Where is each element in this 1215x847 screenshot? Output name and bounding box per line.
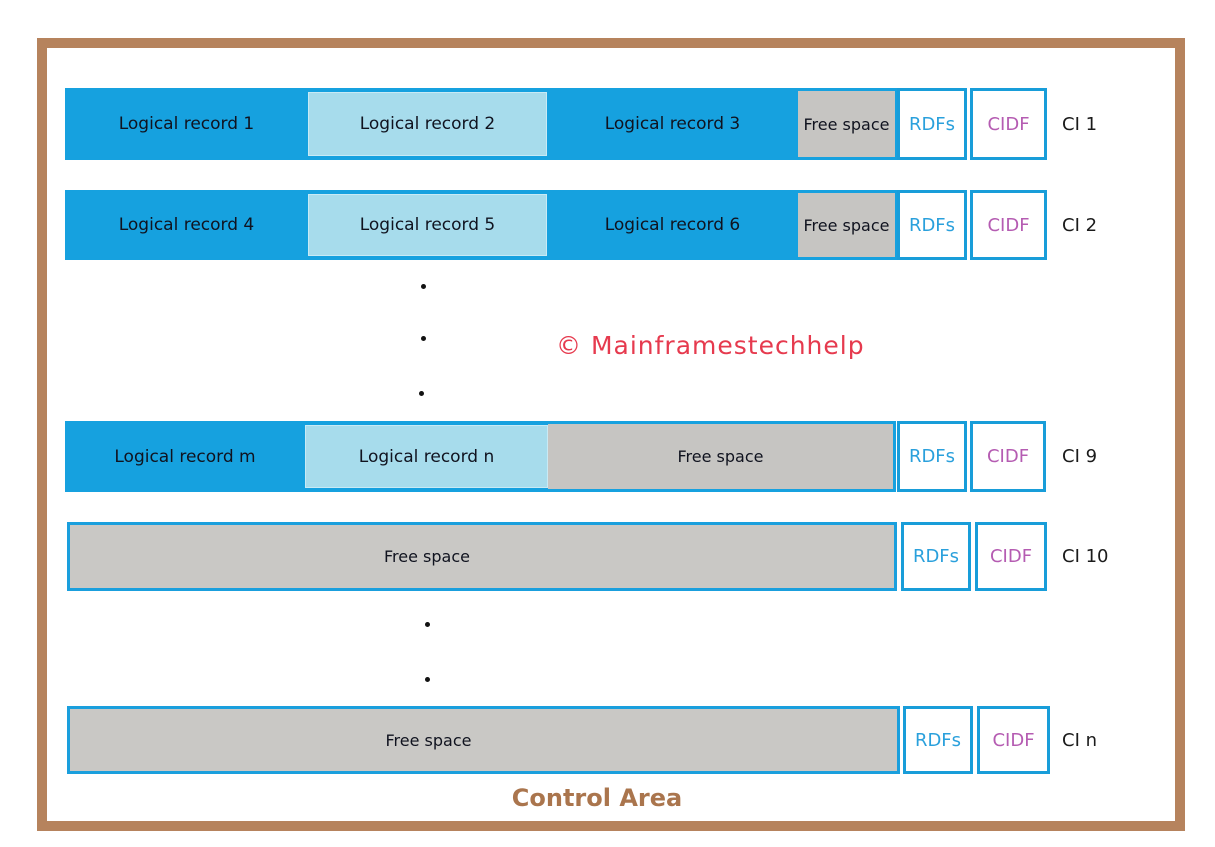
ci2-cidf-box: CIDF: [970, 190, 1047, 260]
logical-record-n-label: Logical record n: [358, 446, 495, 467]
ci10-label: CI 10: [1062, 546, 1109, 567]
logical-record-2-label: Logical record 2: [359, 114, 496, 134]
ci1-label: CI 1: [1062, 113, 1098, 135]
ci10-cidf-box: CIDF: [975, 522, 1047, 591]
ci1-cidf-box: CIDF: [970, 88, 1047, 160]
logical-record-6-cell: Logical record 6: [547, 190, 798, 260]
ci2-cidf-label: CIDF: [987, 214, 1030, 236]
cin-label: CI n: [1062, 729, 1098, 751]
ci1-cidf-label: CIDF: [987, 113, 1030, 135]
logical-record-4-label: Logical record 4: [118, 215, 255, 235]
logical-record-m-label: Logical record m: [114, 446, 256, 467]
ci2-free-space-cell: Free space: [798, 193, 895, 257]
cin-free-space-band: Free space: [67, 706, 900, 774]
ci10-rdf-label: RDFs: [912, 546, 960, 567]
control-area-title: Control Area: [511, 784, 683, 812]
ci10-free-space-label: Free space: [384, 547, 470, 566]
ci2-label: CI 2: [1062, 214, 1098, 236]
logical-record-n-cell: Logical record n: [305, 425, 548, 488]
continuation-dot: [419, 391, 424, 396]
ci1-rdf-box: RDFs: [897, 88, 967, 160]
watermark: © Mainframestechhelp: [556, 331, 865, 360]
continuation-dot: [421, 284, 426, 289]
ci10-rdf-box: RDFs: [901, 522, 971, 591]
ci9-cidf-box: CIDF: [970, 421, 1046, 492]
ci2-rdf-label: RDFs: [908, 214, 956, 236]
logical-record-1-label: Logical record 1: [118, 114, 255, 134]
cin-rdf-box: RDFs: [903, 706, 973, 774]
continuation-dot: [425, 677, 430, 682]
logical-record-6-label: Logical record 6: [604, 215, 741, 235]
cin-cidf-box: CIDF: [977, 706, 1050, 774]
logical-record-3-cell: Logical record 3: [547, 88, 798, 160]
logical-record-5-label: Logical record 5: [359, 215, 496, 235]
ci9-rdf-label: RDFs: [908, 446, 956, 467]
continuation-dot: [425, 622, 430, 627]
ci1-rdf-label: RDFs: [908, 113, 956, 135]
ci9-rdf-box: RDFs: [897, 421, 967, 492]
control-area-frame: [37, 38, 1185, 831]
logical-record-4-cell: Logical record 4: [65, 190, 308, 260]
ci2-free-space-label: Free space: [803, 215, 890, 235]
ci9-label: CI 9: [1062, 446, 1098, 467]
ci1-band: Logical record 1 Logical record 2 Logica…: [65, 88, 897, 160]
cin-cidf-label: CIDF: [992, 729, 1035, 751]
ci10-cidf-label: CIDF: [989, 546, 1033, 567]
ci2-band: Logical record 4 Logical record 5 Logica…: [65, 190, 897, 260]
logical-record-5-cell: Logical record 5: [308, 194, 547, 256]
ci2-rdf-box: RDFs: [897, 190, 967, 260]
logical-record-2-cell: Logical record 2: [308, 92, 547, 156]
logical-record-1-cell: Logical record 1: [65, 88, 308, 160]
logical-record-m-cell: Logical record m: [65, 421, 305, 492]
cin-rdf-label: RDFs: [914, 729, 962, 751]
ci9-free-space-cell: Free space: [548, 424, 893, 489]
ci9-cidf-label: CIDF: [986, 446, 1030, 467]
logical-record-3-label: Logical record 3: [604, 114, 741, 134]
ci1-free-space-label: Free space: [803, 114, 890, 134]
ci9-band: Logical record m Logical record n Free s…: [65, 421, 896, 492]
continuation-dot: [421, 336, 426, 341]
ci10-free-space-band: Free space: [67, 522, 897, 591]
ci9-free-space-label: Free space: [677, 447, 764, 466]
ci1-free-space-cell: Free space: [798, 91, 895, 157]
cin-free-space-label: Free space: [385, 730, 472, 750]
